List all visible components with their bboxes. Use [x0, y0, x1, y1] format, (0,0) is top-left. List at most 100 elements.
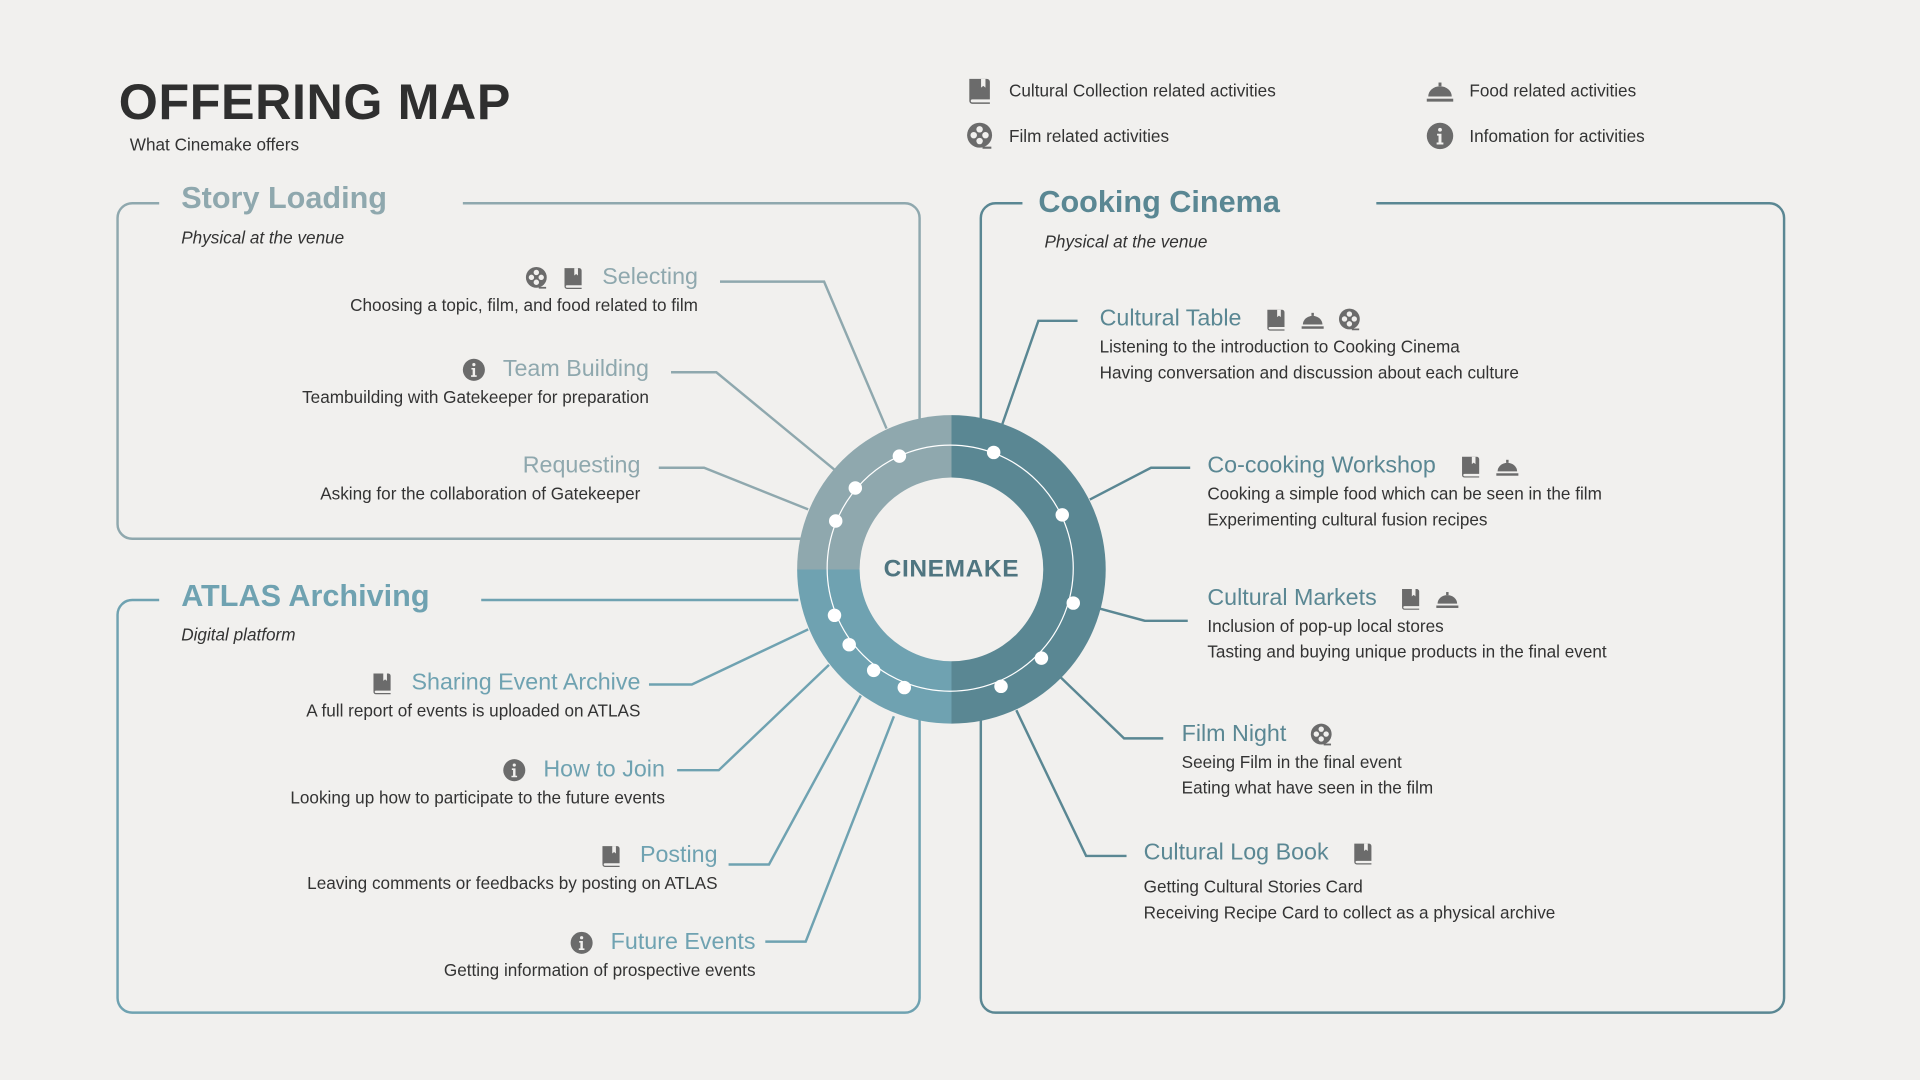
- film-reel-icon: [965, 121, 994, 150]
- book-icon: [1351, 841, 1375, 865]
- legend-label: Film related activities: [1008, 126, 1170, 146]
- film-reel-icon: [1308, 722, 1332, 746]
- book-icon: [561, 266, 585, 290]
- connector-how-to-join: [677, 664, 830, 772]
- activity-title: Requesting: [522, 453, 641, 479]
- activity-title: Future Events: [610, 929, 756, 956]
- activity-description: Leaving comments or feedbacks by posting…: [307, 873, 718, 893]
- book-icon: [1263, 307, 1287, 331]
- story-subtitle: Physical at the venue: [181, 227, 345, 248]
- activity-description: Getting information of prospective event…: [443, 960, 756, 980]
- film-reel-icon: [524, 266, 548, 290]
- connector-team-building: [671, 371, 836, 472]
- connector-co-cooking: [1089, 466, 1191, 501]
- activity-title: Cultural Markets: [1207, 585, 1377, 612]
- legend-item-info: Infomation for activities: [1425, 121, 1645, 150]
- activity-description: Seeing Film in the final event: [1181, 751, 1402, 772]
- atlas-subtitle: Digital platform: [181, 624, 296, 645]
- activity-description: Eating what have seen in the film: [1181, 776, 1434, 797]
- activity-description: Looking up how to participate to the fut…: [290, 787, 665, 807]
- ring-dot: [841, 637, 856, 651]
- ring-dot: [892, 448, 906, 463]
- cloche-icon: [1300, 307, 1324, 331]
- activity-description: Getting Cultural Stories Card: [1143, 876, 1363, 897]
- info-icon: [1425, 121, 1454, 150]
- page-title: OFFERING MAP: [118, 73, 512, 130]
- cooking-box-outline: [979, 202, 1786, 1014]
- connector-posting: [728, 694, 862, 866]
- info-icon: [461, 358, 485, 382]
- activity-title: How to Join: [543, 756, 665, 783]
- connector-future-events: [765, 715, 896, 943]
- ring-dot: [1034, 650, 1048, 665]
- activity-description: Teambuilding with Gatekeeper for prepara…: [302, 386, 649, 407]
- activity-title: Co-cooking Workshop: [1207, 453, 1436, 479]
- activity-description: Asking for the collaboration of Gatekeep…: [320, 483, 641, 504]
- cloche-icon: [1425, 76, 1454, 105]
- cloche-icon: [1495, 454, 1519, 478]
- activity-title: Posting: [639, 842, 718, 869]
- activity-title: Team Building: [502, 356, 649, 383]
- book-icon: [598, 844, 622, 868]
- cloche-icon: [1436, 587, 1460, 611]
- activity-description: Cooking a simple food which can be seen …: [1207, 483, 1602, 504]
- atlas-box-outline: [116, 598, 921, 1014]
- activity-title: Cultural Table: [1099, 306, 1242, 332]
- activity-description: Receiving Recipe Card to collect as a ph…: [1143, 901, 1556, 922]
- cooking-title: Cooking Cinema: [1038, 184, 1280, 220]
- ring-dot: [1054, 507, 1069, 522]
- legend-label: Infomation for activities: [1469, 126, 1645, 146]
- activity-title: Sharing Event Archive: [411, 669, 641, 696]
- ring-dot: [866, 663, 880, 677]
- book-icon: [965, 76, 994, 105]
- atlas-title: ATLAS Archiving: [181, 579, 430, 614]
- connector-sharing: [648, 628, 809, 686]
- connector-markets: [1099, 607, 1188, 623]
- activity-description: Having conversation and discussion about…: [1099, 361, 1519, 382]
- center-hub: CINEMAKE: [859, 477, 1044, 662]
- activity-title: Film Night: [1181, 721, 1287, 747]
- cooking-subtitle: Physical at the venue: [1044, 231, 1208, 252]
- connector-cultural-table: [1000, 319, 1078, 427]
- ring-dot: [993, 678, 1008, 693]
- activity-description: Tasting and buying unique products in th…: [1207, 641, 1607, 661]
- ring-dot: [896, 680, 911, 694]
- ring-dot: [1065, 595, 1080, 610]
- book-icon: [1399, 587, 1423, 611]
- info-icon: [502, 758, 526, 782]
- activity-description: Experimenting cultural fusion recipes: [1207, 508, 1488, 529]
- connector-film-night: [1059, 676, 1164, 740]
- legend-label: Food related activities: [1469, 80, 1637, 101]
- legend-label: Cultural Collection related activities: [1008, 80, 1276, 101]
- legend-item-cultural: Cultural Collection related activities: [965, 76, 1276, 105]
- connector-selecting: [720, 280, 888, 430]
- info-icon: [569, 931, 593, 955]
- legend-item-food: Food related activities: [1425, 76, 1636, 105]
- book-icon: [370, 671, 394, 695]
- ring-dot: [827, 607, 841, 622]
- connector-log-book: [1015, 709, 1127, 858]
- film-reel-icon: [1337, 307, 1361, 331]
- book-icon: [1458, 454, 1482, 478]
- page-subtitle: What Cinemake offers: [129, 134, 300, 155]
- center-label: CINEMAKE: [883, 555, 1020, 583]
- story-title: Story Loading: [181, 181, 388, 216]
- ring-dot: [986, 445, 1000, 459]
- activity-title: Selecting: [602, 264, 698, 291]
- legend-item-film: Film related activities: [965, 121, 1169, 150]
- activity-description: Choosing a topic, film, and food related…: [350, 295, 698, 315]
